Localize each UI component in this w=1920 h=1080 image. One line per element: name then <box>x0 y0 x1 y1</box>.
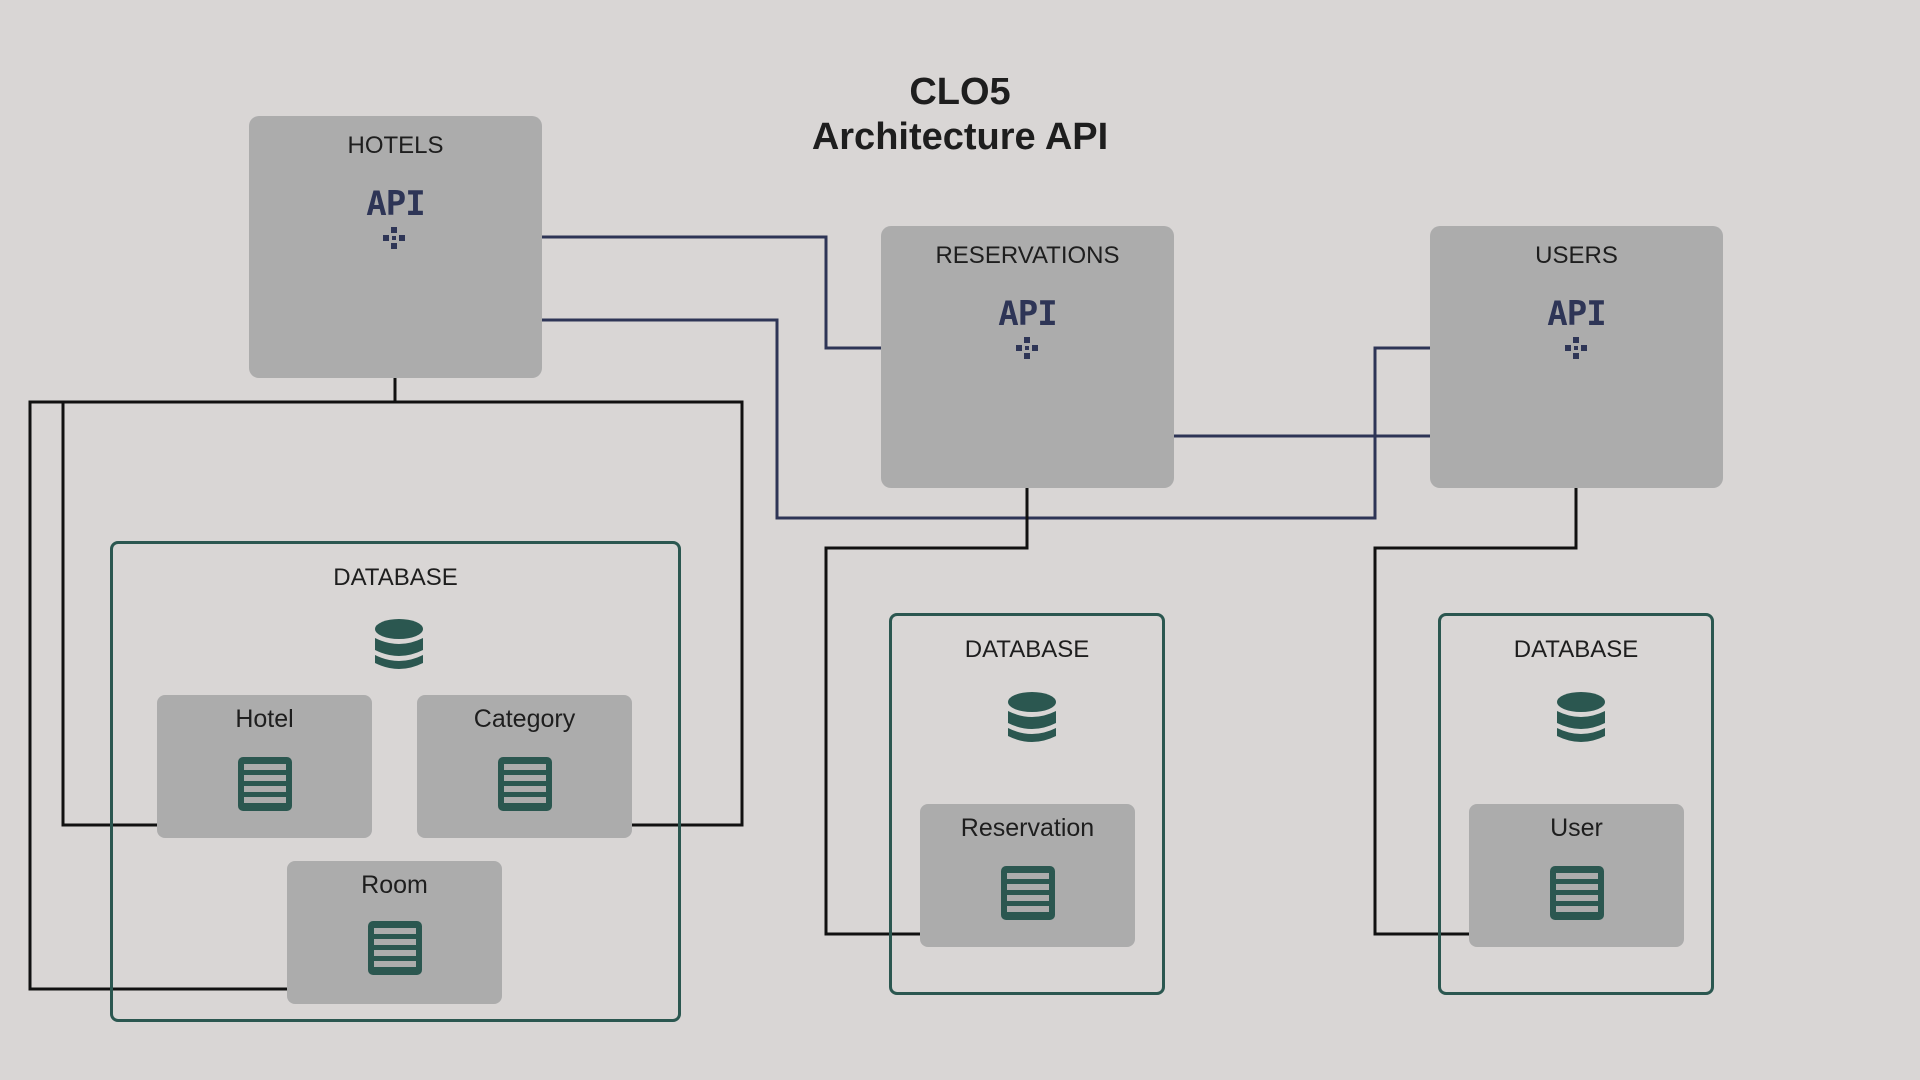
category-table[interactable]: Category <box>417 695 632 838</box>
reservations-api-icon: API <box>998 294 1057 334</box>
title-line-2: Architecture API <box>811 116 1109 158</box>
users-service[interactable]: USERS API <box>1430 226 1723 488</box>
reservation-table-label: Reservation <box>960 814 1095 842</box>
hotels-api-icon: API <box>366 184 425 224</box>
table-icon <box>498 757 552 811</box>
reservation-table[interactable]: Reservation <box>920 804 1135 947</box>
user-table[interactable]: User <box>1469 804 1684 947</box>
table-icon <box>1001 866 1055 920</box>
reservations-database-label: DATABASE <box>964 636 1090 663</box>
hotels-api-connector-icon <box>383 227 405 249</box>
hotel-table-label: Hotel <box>235 705 294 733</box>
reservations-database: DATABASE <box>889 613 1165 995</box>
diagram-title: CLO5 Architecture API <box>760 70 1160 160</box>
link-users-db <box>1373 488 1578 936</box>
hotels-database-label: DATABASE <box>333 564 458 591</box>
reservations-service[interactable]: RESERVATIONS API <box>881 226 1174 488</box>
table-icon <box>368 921 422 975</box>
users-api-icon: API <box>1547 294 1606 334</box>
table-icon <box>238 757 292 811</box>
users-service-label: USERS <box>1535 242 1618 269</box>
database-icon <box>1008 692 1056 742</box>
link-hotels-db-frame <box>28 377 397 991</box>
title-line-1: CLO5 <box>909 71 1011 113</box>
reservations-api-connector-icon <box>1016 337 1038 359</box>
database-icon <box>375 619 423 669</box>
user-table-label: User <box>1550 814 1603 842</box>
hotels-database: DATABASE <box>110 541 681 1022</box>
link-reservations-db <box>824 488 1029 936</box>
hotel-table[interactable]: Hotel <box>157 695 372 838</box>
hotels-service-label: HOTELS <box>347 132 444 159</box>
users-database-label: DATABASE <box>1513 636 1639 663</box>
room-table[interactable]: Room <box>287 861 502 1004</box>
users-api-connector-icon <box>1565 337 1587 359</box>
room-table-label: Room <box>361 871 428 899</box>
users-database: DATABASE <box>1438 613 1714 995</box>
reservations-service-label: RESERVATIONS <box>935 242 1120 269</box>
category-table-label: Category <box>473 705 576 733</box>
hotels-service[interactable]: HOTELS API <box>249 116 542 378</box>
link-hotels-db-category <box>395 400 744 827</box>
database-icon <box>1557 692 1605 742</box>
table-icon <box>1550 866 1604 920</box>
